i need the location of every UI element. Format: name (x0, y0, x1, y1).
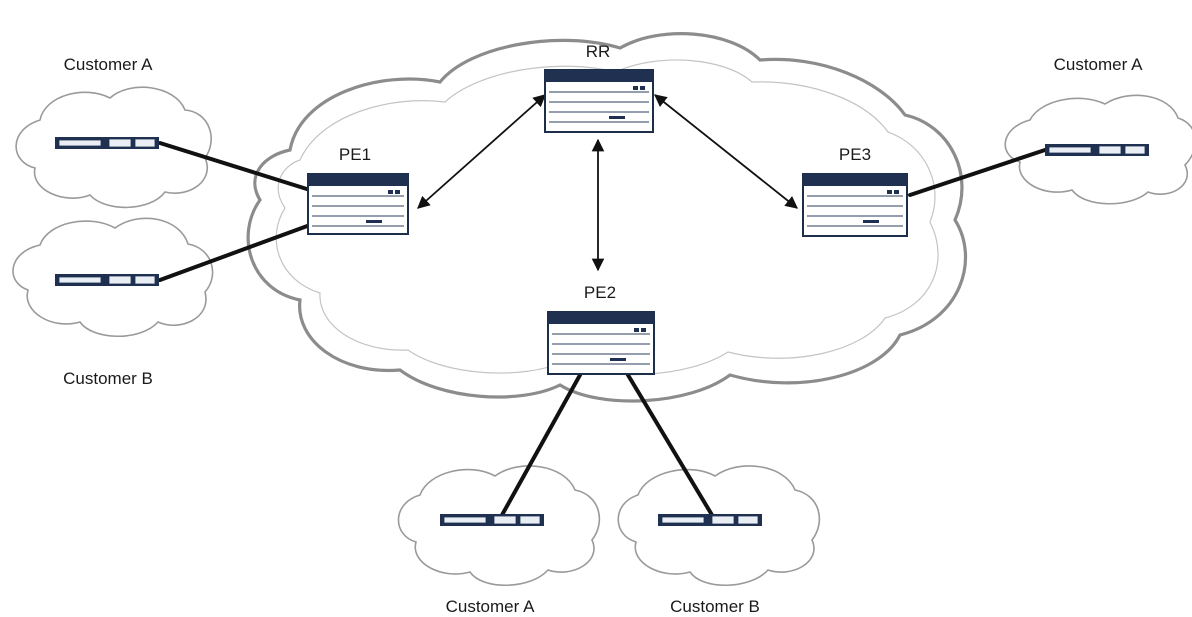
ce-device-pe2-customer-a[interactable] (440, 514, 544, 526)
rr-label: RR (586, 42, 611, 61)
customer-label-pe2-left: Customer A (446, 597, 535, 616)
customer-label-pe2-right: Customer B (670, 597, 760, 616)
link-pe2-customer-a (500, 373, 582, 517)
pe1-label: PE1 (339, 145, 371, 164)
link-pe1-customer-b (158, 223, 312, 282)
router-pe3[interactable] (802, 173, 908, 237)
ce-device-pe2-customer-b[interactable] (658, 514, 762, 526)
router-rr[interactable] (544, 69, 654, 133)
ce-device-pe1-customer-a[interactable] (55, 137, 159, 149)
customer-label-pe1-top: Customer A (64, 55, 153, 74)
rr-sessions (417, 94, 798, 272)
router-pe1[interactable] (307, 173, 409, 235)
customer-label-pe3: Customer A (1054, 55, 1143, 74)
session-rr-pe1 (417, 94, 546, 209)
link-pe2-customer-b (626, 373, 714, 517)
access-links (158, 141, 1047, 517)
link-pe3-customer-a (908, 148, 1047, 197)
ce-device-pe1-customer-b[interactable] (55, 274, 159, 286)
customer-label-pe1-bottom: Customer B (63, 369, 153, 388)
session-rr-pe3 (654, 94, 798, 209)
pe2-label: PE2 (584, 283, 616, 302)
link-pe1-customer-a (158, 141, 312, 192)
router-pe2[interactable] (547, 311, 655, 375)
ce-device-pe3-customer-a[interactable] (1045, 144, 1149, 156)
pe3-label: PE3 (839, 145, 871, 164)
